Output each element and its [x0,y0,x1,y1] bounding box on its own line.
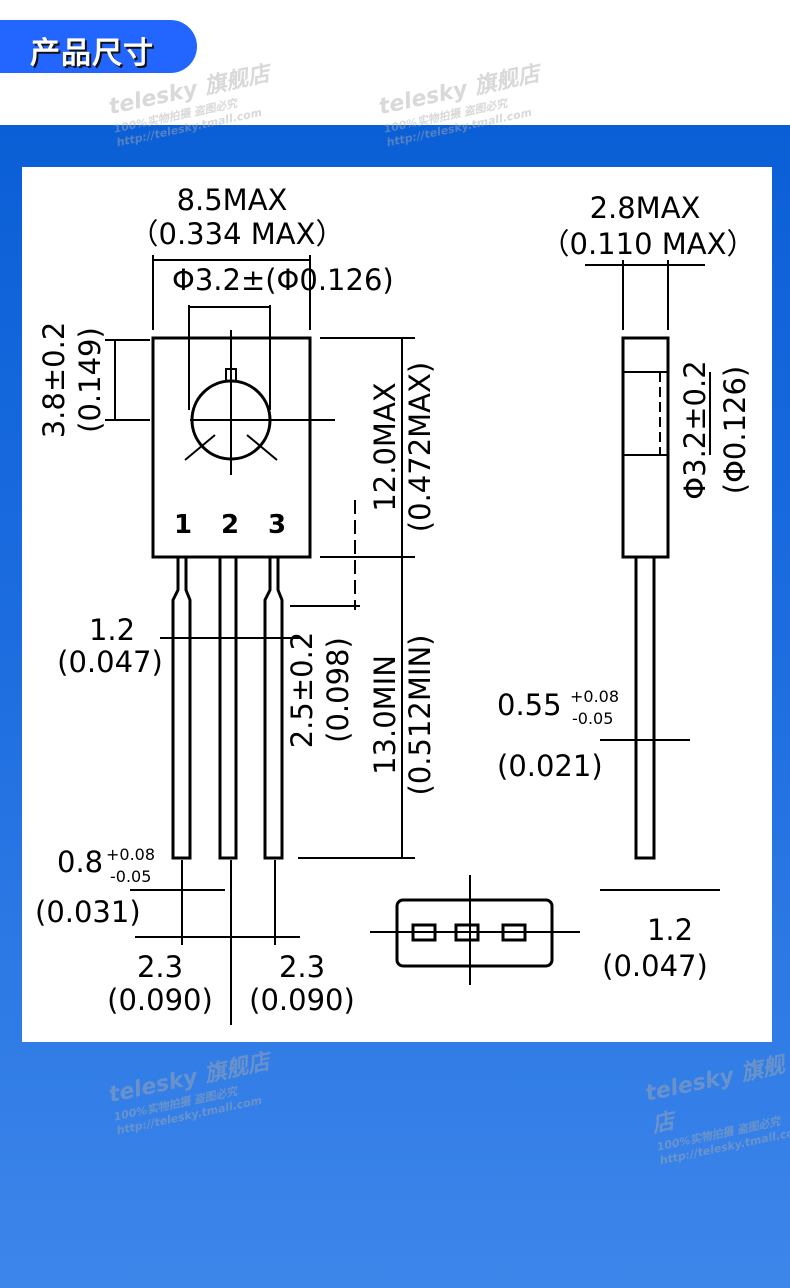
lead-thick-inch-label: (0.031) [35,895,141,929]
side-width-inch-label: (0.047) [602,949,708,983]
lead-thick-plus: +0.08 [106,845,155,864]
bottom-view [370,875,580,985]
pin-1-label: 1 [174,510,192,540]
section-header: 产品尺寸 [0,20,197,73]
pitch-left-label: 2.3 [137,950,183,984]
side-view [585,260,720,891]
pitch-right-inch-label: (0.090) [249,983,355,1017]
side-lead-label: 0.55 [497,688,562,722]
side-lead-plus: +0.08 [570,687,619,706]
depth-label: 2.8MAX [590,191,701,225]
side-hole-inch-label: (Φ0.126) [718,366,752,494]
width-inch-label: （0.334 MAX） [130,217,345,251]
pin-3-label: 3 [268,510,286,540]
side-body [621,336,670,559]
lead-2 [218,557,238,860]
lead-3 [263,557,284,860]
shoulder-inch-label: (0.098) [321,637,355,743]
lead-thick-minus: -0.05 [110,867,151,886]
side-lead [634,557,656,860]
hole-pos-inch-label: (0.149) [73,327,107,433]
depth-inch-label: （0.110 MAX） [541,227,756,261]
front-view [105,255,415,1025]
shoulder-label: 2.5±0.2 [285,632,319,749]
pin-2-label: 2 [221,510,239,540]
height-label: 12.0MAX [368,382,402,511]
side-lead-inch-label: (0.021) [497,749,603,783]
height-inch-label: (0.472MAX) [403,362,437,532]
hole-label: Φ3.2±(Φ0.126) [172,263,394,297]
lead-1 [171,557,192,860]
side-width-label: 1.2 [647,913,693,947]
lead-width-inch-label: (0.047) [57,645,163,679]
lead-length-label: 13.0MIN [368,655,402,775]
lead-thick-label: 0.8 [57,845,103,879]
hole-pos-label: 3.8±0.2 [37,322,71,439]
side-hole-label: Φ3.2±0.2 [678,360,712,499]
section-title: 产品尺寸 [30,36,154,71]
lead-width-label: 1.2 [89,613,135,647]
drawing-panel [22,167,772,1042]
width-label: 8.5MAX [177,183,288,217]
side-lead-minus: -0.05 [572,709,613,728]
pitch-left-inch-label: (0.090) [107,983,213,1017]
labels: 8.5MAX （0.334 MAX） Φ3.2±(Φ0.126) 3.8±0.2… [35,183,755,1017]
lead-length-inch-label: (0.512MIN) [403,635,437,796]
pitch-right-label: 2.3 [279,950,325,984]
